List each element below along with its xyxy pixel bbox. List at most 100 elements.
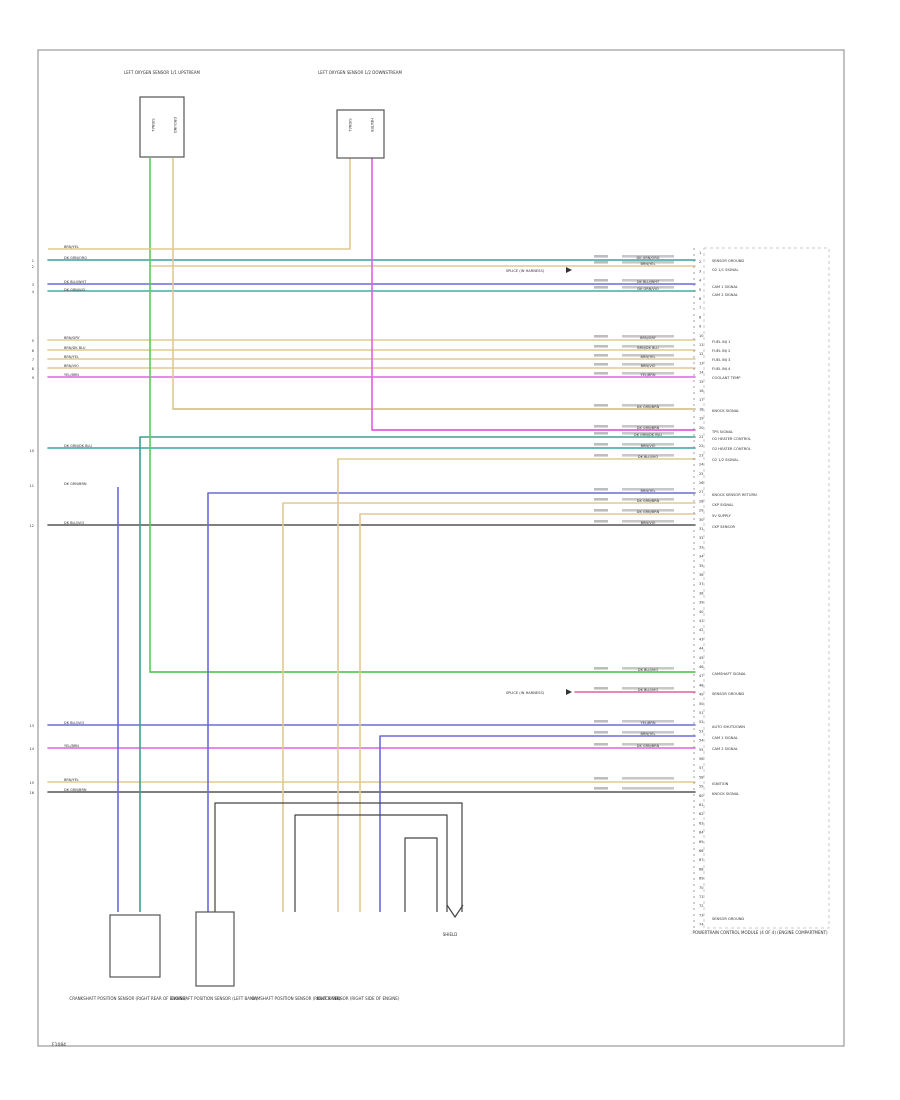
ecm-pin-number: 23 — [699, 453, 703, 457]
left-wire-color-label: BRN/YEL — [64, 778, 79, 782]
top-component-pin-label: GROUND — [173, 117, 177, 133]
ecm-pin-function-label: CAM 1 SIGNAL — [712, 736, 738, 740]
ecm-pin-number: 12 — [699, 352, 703, 356]
wires-layer — [47, 158, 696, 912]
ecm-pin-number: 16 — [699, 389, 703, 393]
top-component-pin-label: SIGNAL — [348, 118, 352, 131]
right-wire-color-label: DK GRN/VIO — [637, 287, 658, 291]
shield-wire-3 — [404, 837, 438, 912]
ecm-pin-number: 36 — [699, 573, 703, 577]
ecm-pin-number: 17 — [699, 398, 703, 402]
right-wire-color-label: BRN/YEL — [641, 262, 656, 266]
ecm-pin-number: 47 — [699, 674, 703, 678]
footer-code: F1084 — [52, 1042, 66, 1048]
wire-color-tag — [622, 454, 674, 457]
ecm-pin-number: 24 — [699, 463, 704, 467]
ecm-pin-function-label: O2 HEATER CONTROL — [712, 437, 751, 441]
ecm-pin-function-label: SENSOR GROUND — [712, 692, 744, 696]
bottom-component-title: SHIELD — [443, 932, 458, 937]
ecm-pin-number: 11 — [699, 343, 703, 347]
left-wire-color-label: BRN/VIO — [64, 364, 79, 368]
crank-sensor-connector[interactable] — [109, 914, 161, 978]
right-wire-color-label: DK GRN/ORG — [637, 256, 660, 260]
wire-circuit-tag — [594, 363, 608, 366]
right-wire-color-label: BRN/VIO — [641, 444, 656, 448]
left-wire-color-label: DK GRN/DK BLU — [64, 444, 92, 448]
wire-circuit-tag — [594, 509, 608, 512]
ecm-pin-number: 74 — [699, 923, 704, 927]
splice-label: SPLICE (IN HARNESS) — [506, 691, 545, 695]
right-wire-color-label: BRN/VIO — [641, 364, 656, 368]
ecm-pin-function-label: KNOCK SIGNAL — [712, 409, 739, 413]
wire-circuit-tag — [594, 720, 608, 723]
left-pin-number: 2 — [32, 265, 34, 269]
ecm-pin-function-label: CKP SIGNAL — [712, 503, 733, 507]
wire-color-tag — [622, 345, 674, 348]
ecm-pin-function-label: IGNITION — [712, 782, 729, 786]
ecm-pin-number: 69 — [699, 877, 703, 881]
ecm-pin-number: 70 — [699, 886, 703, 890]
left-wire-color-label: DK BLU/WHT — [64, 280, 87, 284]
wire-color-tag — [622, 432, 674, 435]
wire-circuit-tag — [594, 777, 608, 780]
ecm-pin-number: 31 — [699, 527, 703, 531]
ecm-pin-number: 62 — [699, 812, 703, 816]
ecm-pin-number: 9 — [699, 325, 701, 329]
wire-circuit-tag — [594, 432, 608, 435]
left-wire-color-label: YEL/BRN — [64, 373, 79, 377]
wire-color-tag — [622, 509, 674, 512]
ecm-pin-function-label: SENSOR GROUND — [712, 917, 744, 921]
ecm-pin-number: 28 — [699, 499, 703, 503]
wire-color-tag — [622, 731, 674, 734]
diagram-border — [37, 49, 845, 1047]
o2-sensor-ground-wire — [172, 158, 695, 410]
wire-color-tag — [622, 520, 674, 523]
ecm-pin-function-label: FUEL INJ 2 — [712, 349, 730, 353]
ecm-pin-number: 37 — [699, 582, 703, 586]
wire-circuit-tag — [594, 345, 608, 348]
left-wire-color-label: DK BLU/VIO — [64, 521, 84, 525]
left-wire-color-label: DK GRN/VIO — [64, 288, 85, 292]
ecm-pin-number: 10 — [699, 334, 703, 338]
ecm-pin-number: 34 — [699, 555, 704, 559]
right-wire-color-label: DK BLU/WHT — [637, 280, 660, 284]
left-wire-color-label: DK GRN/BRN — [64, 788, 87, 792]
wire-color-tag — [622, 687, 674, 690]
shield-drain-wire — [214, 802, 463, 912]
wire-circuit-tag — [594, 372, 608, 375]
left-pin-number: 13 — [30, 724, 34, 728]
left-o2-sensor-connector[interactable] — [139, 96, 185, 158]
ecm-pin-number: 66 — [699, 849, 703, 853]
ecm-connector[interactable] — [703, 247, 830, 929]
wire-color-tag — [622, 720, 674, 723]
left-wire-color-label: YEL/BRN — [64, 744, 79, 748]
right-o2-sensor-connector[interactable] — [336, 109, 385, 159]
cam-sensor-connector[interactable] — [195, 911, 235, 987]
wire-circuit-tag — [594, 255, 608, 258]
wire-circuit-tag — [594, 743, 608, 746]
right-wire-color-label: YEL/BRN — [641, 721, 656, 725]
wire-color-tag — [622, 372, 674, 375]
wire-color-tag — [622, 488, 674, 491]
ecm-pin-function-label: 5V SUPPLY — [712, 514, 732, 518]
ecm-pin-number: 7 — [699, 306, 701, 310]
o2-sensor-signal-wire — [149, 158, 695, 673]
left-pin-number: 14 — [30, 747, 35, 751]
wire-circuit-tag — [594, 286, 608, 289]
ecm-pin-number: 64 — [699, 831, 704, 835]
ecm-pin-number: 60 — [699, 794, 703, 798]
ecm-pin-function-label: O2 1/2 SIGNAL — [712, 458, 738, 462]
ecm-pin-function-label: CAM 2 SIGNAL — [712, 747, 738, 751]
left-pin-number: 11 — [30, 484, 34, 488]
wire-circuit-tag — [594, 443, 608, 446]
wire-circuit-tag — [594, 731, 608, 734]
top-component-pin-label: SIGNAL — [151, 118, 155, 131]
ecm-pin-number: 39 — [699, 601, 703, 605]
ecm-pin-number: 20 — [699, 426, 703, 430]
ecm-pin-number: 32 — [699, 536, 703, 540]
right-wire-color-label: DK BLU/VIO — [638, 688, 658, 692]
ecm-pin-number: 22 — [699, 444, 703, 448]
ecm-pin-number: 42 — [699, 628, 703, 632]
